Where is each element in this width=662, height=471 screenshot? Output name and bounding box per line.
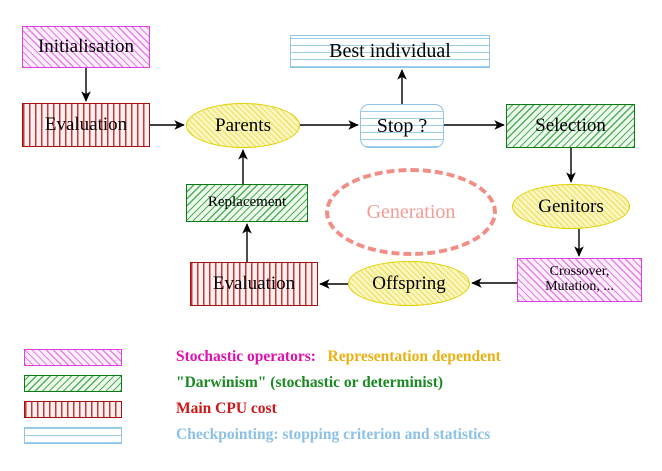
- legend-swatch-magenta: [24, 348, 122, 366]
- node-genitors-label: Genitors: [538, 195, 604, 217]
- node-selection-label: Selection: [535, 115, 606, 137]
- node-evaluation-bottom-label: Evaluation: [212, 273, 296, 295]
- legend-row-darwinism: "Darwinism" (stochastic or determinist): [24, 370, 644, 396]
- legend-label-main-cpu-cost: Main CPU cost: [145, 382, 277, 436]
- legend-text-representation-dependent: Representation dependent: [315, 348, 501, 365]
- node-selection[interactable]: Selection: [506, 104, 635, 148]
- node-parents[interactable]: Parents: [186, 103, 300, 148]
- generation-label: Generation: [366, 200, 456, 223]
- legend-text-main-cpu-cost: Main CPU cost: [176, 400, 277, 417]
- node-best-individual[interactable]: Best individual: [290, 35, 490, 68]
- node-best-individual-label: Best individual: [329, 40, 451, 62]
- node-parents-label: Parents: [215, 114, 271, 136]
- node-stop-label: Stop ?: [376, 114, 428, 137]
- node-evaluation-top-label: Evaluation: [44, 114, 128, 136]
- legend: Stochastic operators: Representation dep…: [24, 344, 644, 448]
- node-genitors[interactable]: Genitors: [512, 184, 630, 229]
- legend-label-darwinism: "Darwinism" (stochastic or determinist): [145, 356, 443, 410]
- node-initialisation-label: Initialisation: [37, 36, 135, 58]
- node-replacement[interactable]: Replacement: [186, 184, 308, 222]
- node-offspring-label: Offspring: [372, 272, 446, 294]
- node-evaluation-bottom[interactable]: Evaluation: [190, 262, 318, 306]
- node-replacement-label: Replacement: [207, 194, 287, 211]
- legend-swatch-green: [24, 374, 122, 392]
- node-initialisation[interactable]: Initialisation: [22, 26, 150, 68]
- node-crossover-mutation-label: Crossover, Mutation, ...: [545, 264, 614, 294]
- node-offspring[interactable]: Offspring: [348, 261, 470, 306]
- node-crossover-mutation[interactable]: Crossover, Mutation, ...: [517, 258, 642, 302]
- legend-row-main-cpu-cost: Main CPU cost: [24, 396, 644, 422]
- legend-text-checkpointing: Checkpointing: stopping criterion and st…: [176, 426, 491, 443]
- legend-text-stochastic-operators: Stochastic operators:: [176, 348, 316, 365]
- node-evaluation-top[interactable]: Evaluation: [22, 103, 150, 147]
- legend-swatch-blue: [24, 426, 122, 444]
- legend-text-darwinism: "Darwinism" (stochastic or determinist): [176, 374, 444, 391]
- legend-label-checkpointing: Checkpointing: stopping criterion and st…: [145, 408, 490, 462]
- legend-swatch-red: [24, 400, 122, 418]
- generation-ellipse: Generation: [325, 168, 497, 256]
- legend-row-stochastic-operators: Stochastic operators: Representation dep…: [24, 344, 644, 370]
- node-stop[interactable]: Stop ?: [360, 104, 444, 148]
- legend-label-stochastic-operators: Stochastic operators: Representation dep…: [145, 330, 501, 384]
- legend-row-checkpointing: Checkpointing: stopping criterion and st…: [24, 422, 644, 448]
